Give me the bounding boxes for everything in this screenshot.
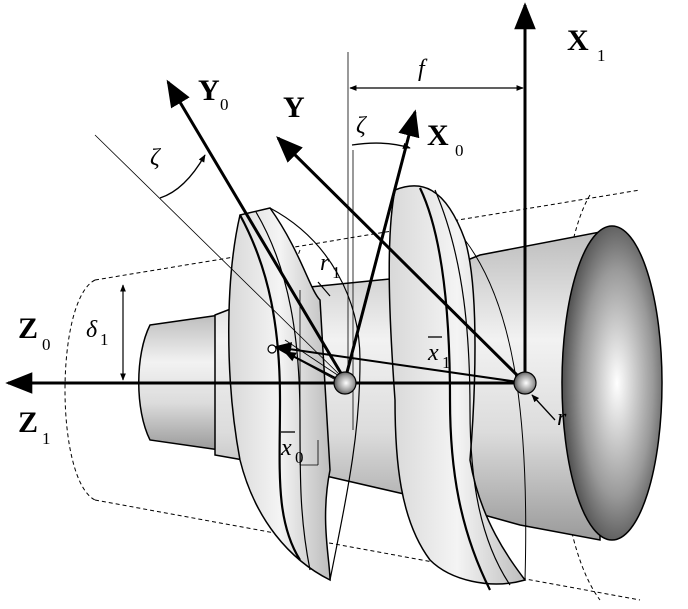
label-y0: Y [198,74,220,107]
label-x1bar: x [427,340,439,366]
label-x1-sub: 1 [597,46,606,65]
label-x1bar-sub: 1 [442,353,451,372]
label-x0: X [427,119,449,152]
r-indicator [531,394,556,421]
label-x0bar-sub: 0 [295,448,304,467]
label-delta-sub: 1 [100,330,109,349]
y0-axis [166,79,347,381]
label-z0: Z [18,312,38,345]
label-f: f [418,56,428,82]
zeta-arcs [159,142,411,199]
label-z1-sub: 1 [42,429,51,448]
label-r: r [557,405,567,431]
label-y: Y [283,91,305,124]
centre-points [267,344,537,395]
label-x1: X [567,24,589,57]
label-zeta-right: ζ [356,113,368,139]
label-x0-sub: 0 [455,141,464,160]
overbars [281,336,442,433]
x0-axis [343,109,420,381]
label-zeta-left: ζ [150,145,162,171]
label-z0-sub: 0 [42,335,51,354]
y-axis [276,136,527,385]
worm-end-face [561,225,663,541]
worm-thread-middle [388,185,527,591]
label-r1-sub: 1 [332,263,341,282]
label-r1: r [320,250,330,276]
label-z1: Z [18,406,38,439]
label-delta: δ [86,317,98,343]
r1-indicator [317,281,331,297]
label-y0-sub: 0 [220,95,229,114]
label-x0bar: x [280,435,292,461]
axis-labels: X 1 Y 0 Y X 0 Z 0 Z 1 f ζ ζ δ 1 r 1 x 1 … [18,24,606,467]
